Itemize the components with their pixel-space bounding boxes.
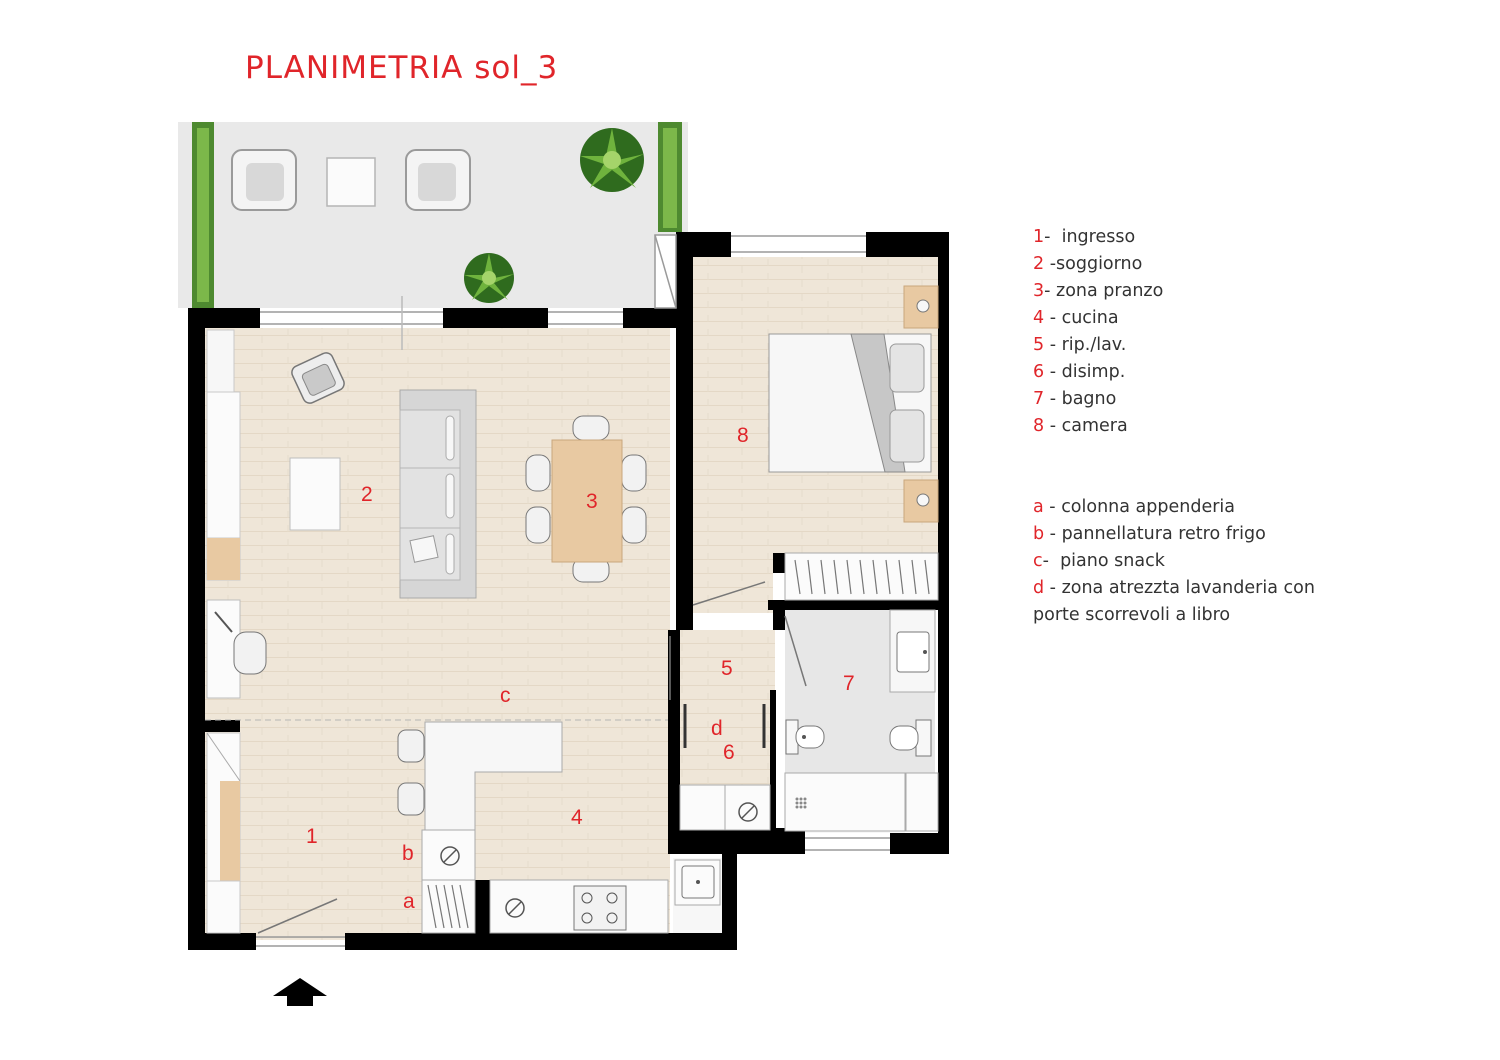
dining-table (525, 415, 647, 583)
laundry-closet (679, 784, 771, 831)
sink-icon (674, 859, 721, 906)
dishwasher-icon (505, 898, 525, 918)
desk (206, 599, 267, 699)
legend-row: c- piano snack (1033, 551, 1165, 571)
label-a: a (403, 890, 415, 913)
windows (256, 234, 890, 947)
room-number-5: 5 (721, 657, 733, 680)
sink-icon (889, 609, 936, 693)
legend: 1- ingresso 2 -soggiorno 3- zona pranzo … (1033, 224, 1333, 625)
plant-icon (580, 128, 644, 192)
plant-icon (464, 253, 514, 303)
legend-row: d - zona atrezzta lavanderia con porte s… (1033, 578, 1315, 625)
legend-row: 6 - disimp. (1033, 362, 1126, 382)
armchair-icon (405, 149, 471, 211)
legend-row: b - pannellatura retro frigo (1033, 524, 1266, 544)
entrance-cabinets (206, 732, 241, 934)
doors (257, 581, 807, 934)
armchair-icon (231, 149, 297, 211)
room-number-6: 6 (723, 741, 735, 764)
toilet-icon (889, 719, 932, 757)
room-number-2: 2 (361, 483, 373, 506)
legend-row: a - colonna appenderia (1033, 497, 1236, 517)
entrance-arrow-icon (273, 978, 327, 1006)
kitchen-furniture (205, 719, 721, 934)
plan-title: PLANIMETRIA sol_3 (245, 50, 559, 86)
washing-machine-icon (440, 846, 460, 866)
bed-icon (768, 333, 932, 473)
terrace (178, 122, 688, 308)
legend-row: 2 -soggiorno (1033, 254, 1143, 274)
coffee-table (289, 457, 341, 531)
walls (188, 232, 949, 950)
bedroom-furniture (768, 285, 939, 601)
washing-machine-icon (738, 802, 758, 822)
legend-row: 3- zona pranzo (1033, 281, 1164, 301)
room-number-8: 8 (737, 424, 749, 447)
hob-icon (573, 885, 627, 931)
legend-row: 1- ingresso (1033, 227, 1136, 247)
room-number-3: 3 (586, 490, 598, 513)
label-b: b (402, 842, 414, 865)
label-d: d (711, 717, 723, 740)
room-number-7: 7 (843, 672, 855, 695)
legend-row: 8 - camera (1033, 416, 1128, 436)
room-number-4: 4 (571, 806, 583, 829)
terrace-table (326, 157, 376, 207)
legend-row: 7 - bagno (1033, 389, 1117, 409)
bathroom-fixtures (784, 609, 939, 832)
sofa-icon (399, 389, 477, 599)
room-number-1: 1 (306, 825, 318, 848)
living-furniture (206, 329, 647, 699)
legend-row: 4 - cucina (1033, 308, 1119, 328)
armchair-icon (291, 352, 345, 404)
label-c: c (500, 684, 511, 707)
shower (784, 772, 906, 832)
bidet-icon (785, 719, 825, 755)
legend-row: 5 - rip./lav. (1033, 335, 1127, 355)
